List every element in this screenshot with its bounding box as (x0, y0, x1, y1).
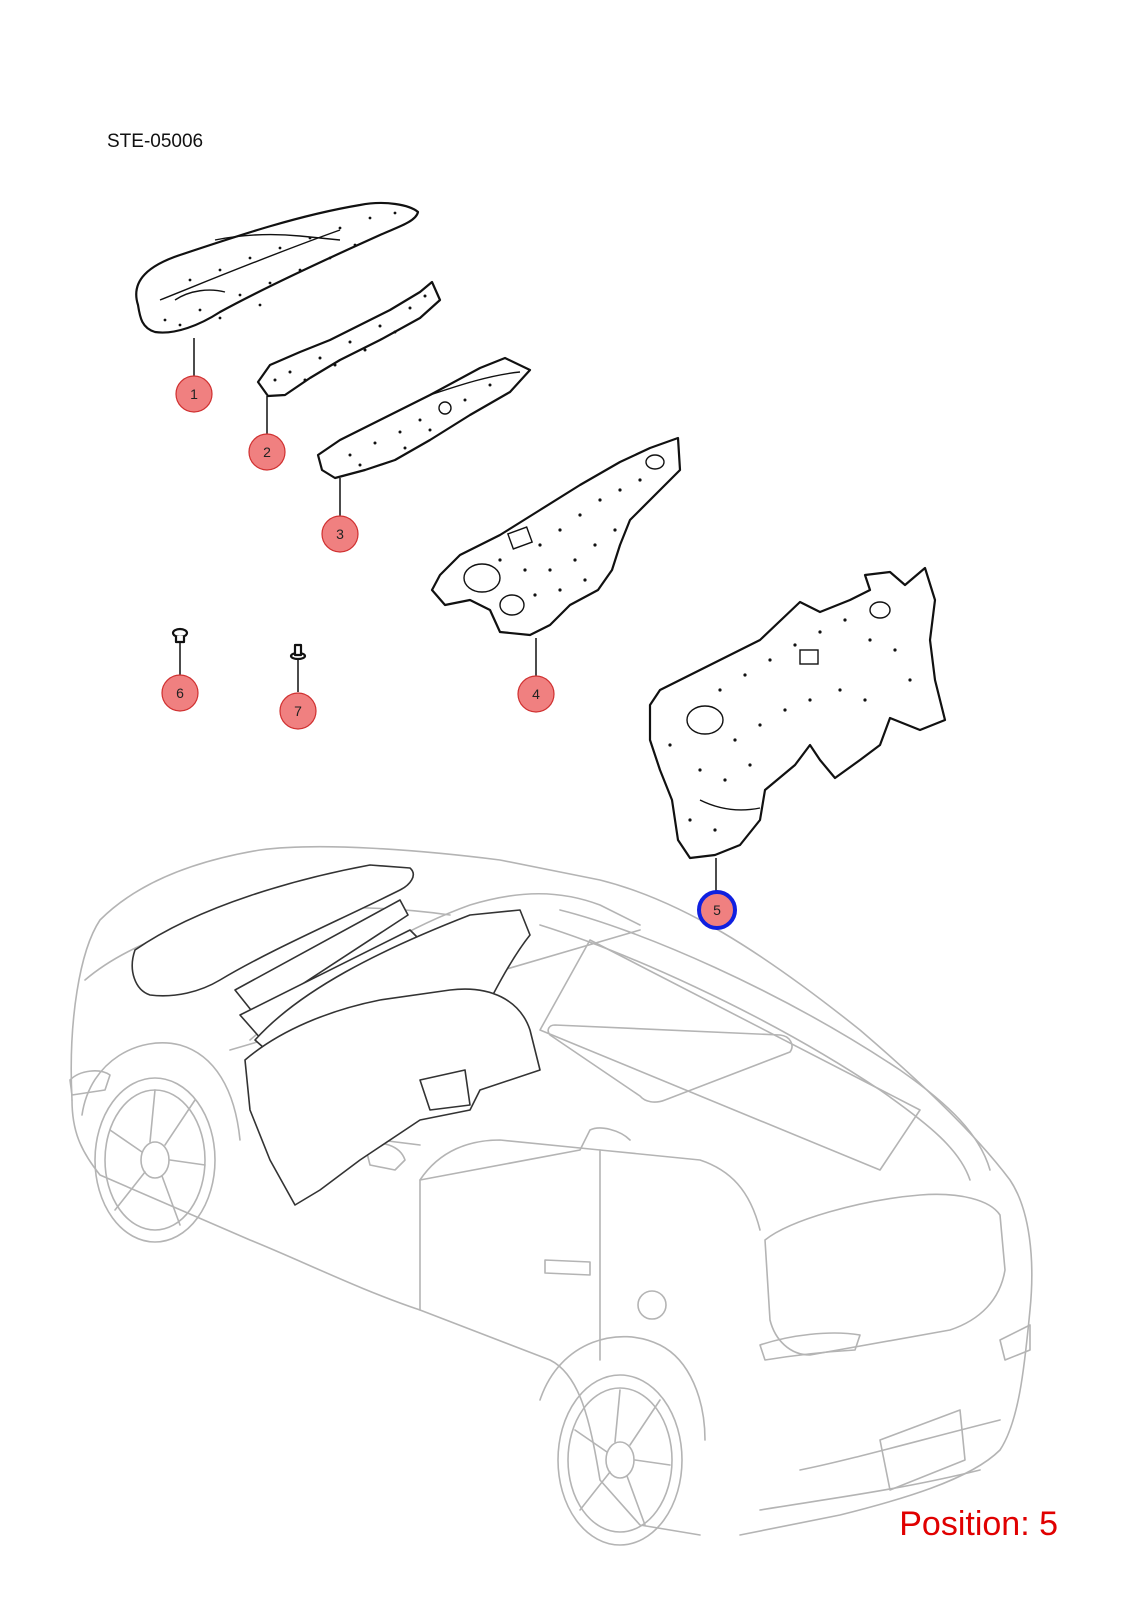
callout-1[interactable]: 1 (175, 375, 213, 413)
callout-7[interactable]: 7 (279, 692, 317, 730)
callout-1-label: 1 (190, 386, 198, 402)
part-4-firewall-insulator (430, 436, 682, 637)
callout-5-label: 5 (713, 902, 721, 918)
part-1-insulation-pad (135, 201, 420, 334)
callout-5-selected[interactable]: 5 (697, 890, 737, 930)
installed-parts (131, 864, 541, 1206)
callout-6[interactable]: 6 (161, 674, 199, 712)
callout-2[interactable]: 2 (248, 433, 286, 471)
position-indicator: Position: 5 (899, 1505, 1058, 1543)
callout-4-label: 4 (532, 686, 540, 702)
part-7-push-pin (289, 643, 307, 661)
diagram-id: STE-05006 (107, 131, 204, 152)
part-2-insulation-strip (256, 280, 442, 398)
callout-7-label: 7 (294, 703, 302, 719)
callout-2-label: 2 (263, 444, 271, 460)
part-3-dash-insulation (316, 356, 532, 480)
callout-4[interactable]: 4 (517, 675, 555, 713)
callout-3-label: 3 (336, 526, 344, 542)
part-6-clip (171, 627, 189, 644)
callout-3[interactable]: 3 (321, 515, 359, 553)
vehicle-outline (69, 845, 1033, 1546)
part-5-dash-panel-insulator (648, 566, 947, 860)
leader-lines (179, 338, 717, 891)
callout-6-label: 6 (176, 685, 184, 701)
